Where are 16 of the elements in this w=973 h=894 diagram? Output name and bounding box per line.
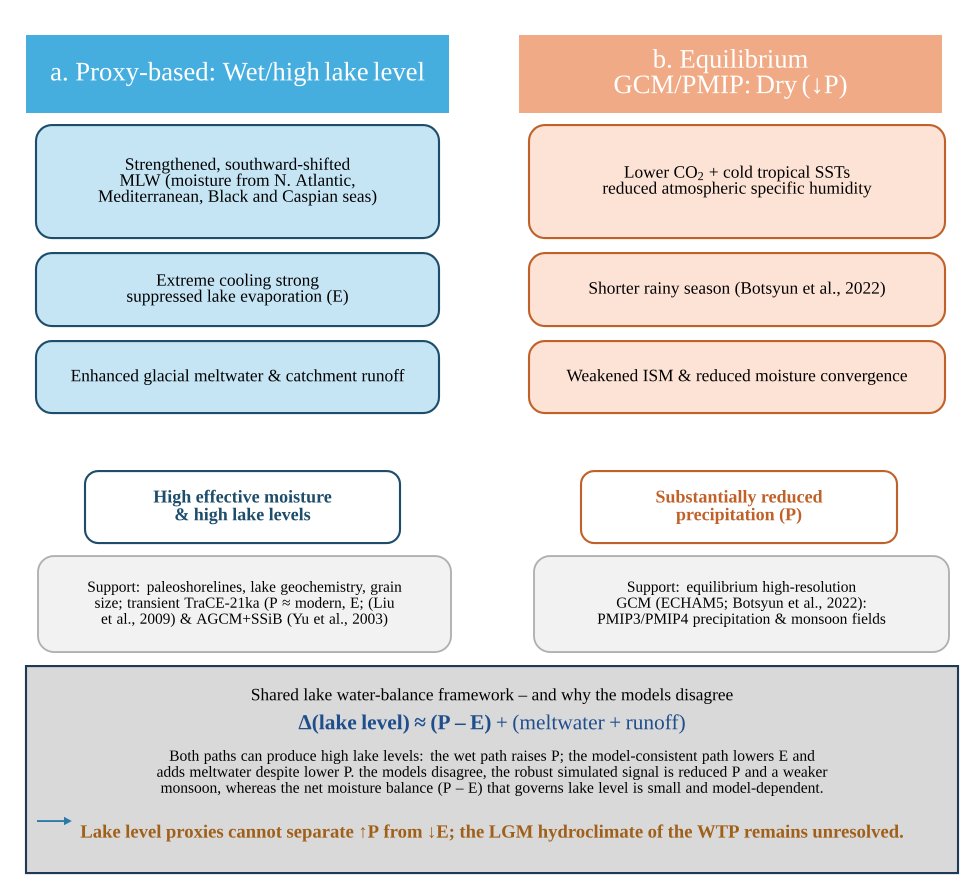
process-box: Weakened ISM & reduced moisture convergence	[528, 340, 946, 414]
panel-paragraph: Both paths can produce high lake levels: the wet path raises P; the model-consistent path lowers E and adds meltwater despite lower P. the models disagree, the robust simulated signal is reduced P and a weaker monsoon, whereas the net moisture balance (P – E) that governs lake level is small and model-dependent.	[157, 750, 828, 796]
evidence-box: Support: paleoshorelines, lake geochemistry, grain size; transient TraCE-21ka (P ≈ modern, E; (Liu et al., 2009) & AGCM+SSiB (Yu et al., 2003)	[37, 555, 452, 653]
panel-heading: Shared lake water-balance framework – and why the models disagree	[252, 688, 733, 704]
outcome-box: Substantially reduced precipitation (P)	[580, 470, 898, 544]
process-box: Strengthened, southward-shifted MLW (moisture from N. Atlantic, Mediterranean, Black and Caspian seas)	[34, 124, 440, 240]
evidence-box: Support: equilibrium high-resolution GCM (ECHAM5; Botsyun et al., 2022): PMIP3/PMIP4 precipitation & monsoon fields	[533, 555, 950, 653]
outcome-box: High effective moisture & high lake levels	[84, 470, 402, 544]
title-banner: a. Proxy-based: Wet/high lake level	[26, 35, 449, 113]
conclusion-text: Lake level proxies cannot separate ↑P from ↓E; the LGM hydroclimate of the WTP remains unresolved.	[80, 824, 903, 842]
title-banner: b. Equilibrium GCM/PMIP: Dry (↓P)	[519, 35, 942, 113]
process-box: Shorter rainy season (Botsyun et al., 2022)	[528, 252, 946, 328]
process-box: Lower CO$_{2}$ + cold tropical SSTs reduced atmospheric specific humidity	[528, 124, 946, 240]
process-box: Enhanced glacial meltwater & catchment runoff	[34, 340, 440, 414]
process-box: Extreme cooling strong suppressed lake evaporation (E)	[34, 252, 440, 328]
balance-equation: Δ(lake level) ≈ (P – E) + (meltwater + runoff)	[298, 714, 685, 734]
